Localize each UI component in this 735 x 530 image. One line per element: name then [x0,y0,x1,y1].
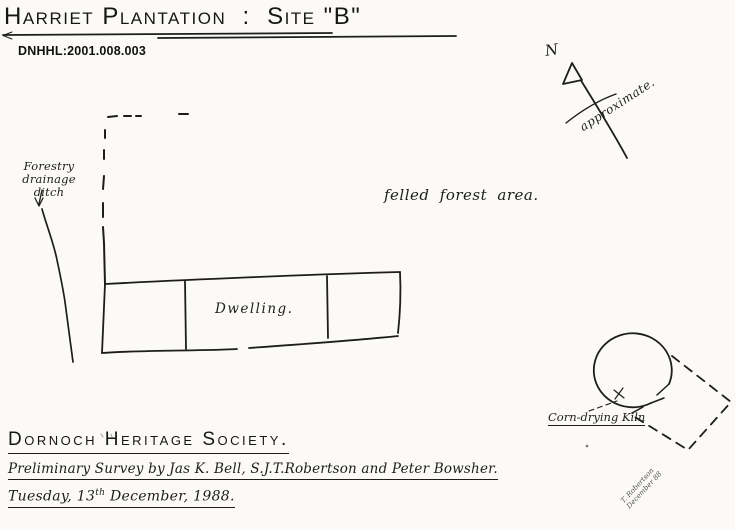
kiln-barn-dashed-outline [629,355,732,451]
dwelling-label: Dwelling. [215,301,294,317]
north-arrow-icon [562,62,628,159]
survey-date: Tuesday, 13th December, 1988. [8,488,235,508]
survey-date-prefix: Tuesday, 13 [8,488,96,505]
felled-forest-label: felled forest area. [384,186,539,204]
corn-kiln-label: Corn-drying Kiln [548,410,646,426]
dwelling-partition-right [326,275,329,339]
accession-number: DNHHL:2001.008.003 [18,44,146,58]
dwelling-partition-left [184,280,187,350]
ditch-pointer-arrow [34,189,44,207]
forestry-ditch-label-line2: ditch [33,185,65,199]
page-title: Harriet Plantation : Site "B" [4,3,362,30]
kiln-x-mark [613,387,625,400]
dwelling-outline [101,271,402,354]
kiln-label-leader [588,400,618,412]
survey-credit: Preliminary Survey by Jas K. Bell, S.J.T… [8,461,498,480]
survey-date-suffix: December, 1988. [105,488,235,505]
ditch-line [41,208,74,363]
survey-date-ordinal: th [95,488,106,498]
forestry-ditch-label: Forestry drainage ditch [4,160,94,199]
north-label: N [543,40,560,60]
kiln-survey-dot [585,444,589,448]
paper-specks [100,433,113,438]
society-heading: Dornoch Heritage Society. [8,429,289,454]
forestry-ditch-label-line1: Forestry drainage [22,159,76,186]
title-underline [2,31,457,40]
corn-kiln-outline [592,332,673,414]
boundary-dashed-line [102,113,189,285]
